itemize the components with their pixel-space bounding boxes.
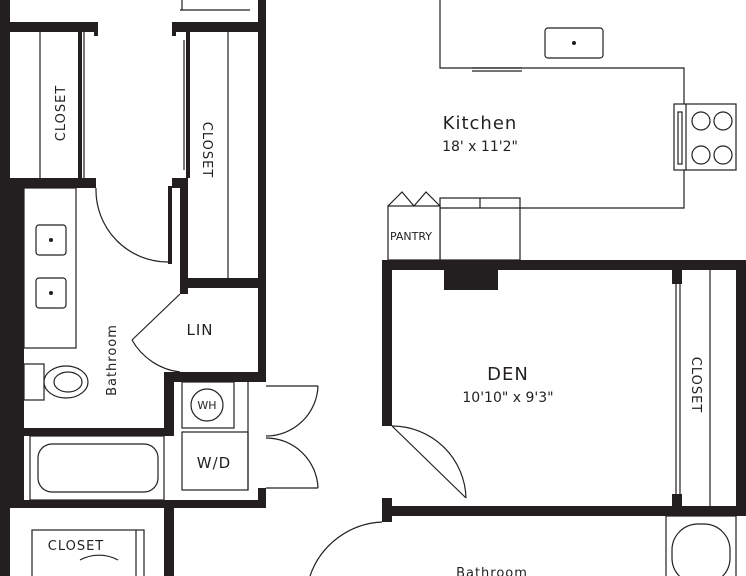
closet-top-mid-label: CLOSET (199, 122, 214, 179)
pantry-label: PANTRY (390, 230, 432, 243)
closet-bottom-left-label: CLOSET (48, 539, 105, 554)
linen-label: LIN (186, 321, 213, 339)
bathroom-bottom-label: Bathroom (456, 566, 528, 576)
washer-dryer-label: W/D (197, 454, 231, 472)
den-dims: 10'10" x 9'3" (462, 390, 553, 406)
water-heater-label: WH (197, 399, 216, 412)
closet-top-left-label: CLOSET (54, 85, 69, 142)
kitchen-dims: 18' x 11'2" (442, 139, 518, 155)
kitchen-label: Kitchen (443, 113, 518, 134)
closet-den-label: CLOSET (688, 357, 703, 414)
room-labels: Kitchen 18' x 11'2" DEN 10'10" x 9'3" Ba… (48, 85, 703, 576)
bathroom-left-label: Bathroom (105, 324, 120, 396)
fixtures (23, 0, 737, 576)
den-label: DEN (487, 364, 529, 385)
